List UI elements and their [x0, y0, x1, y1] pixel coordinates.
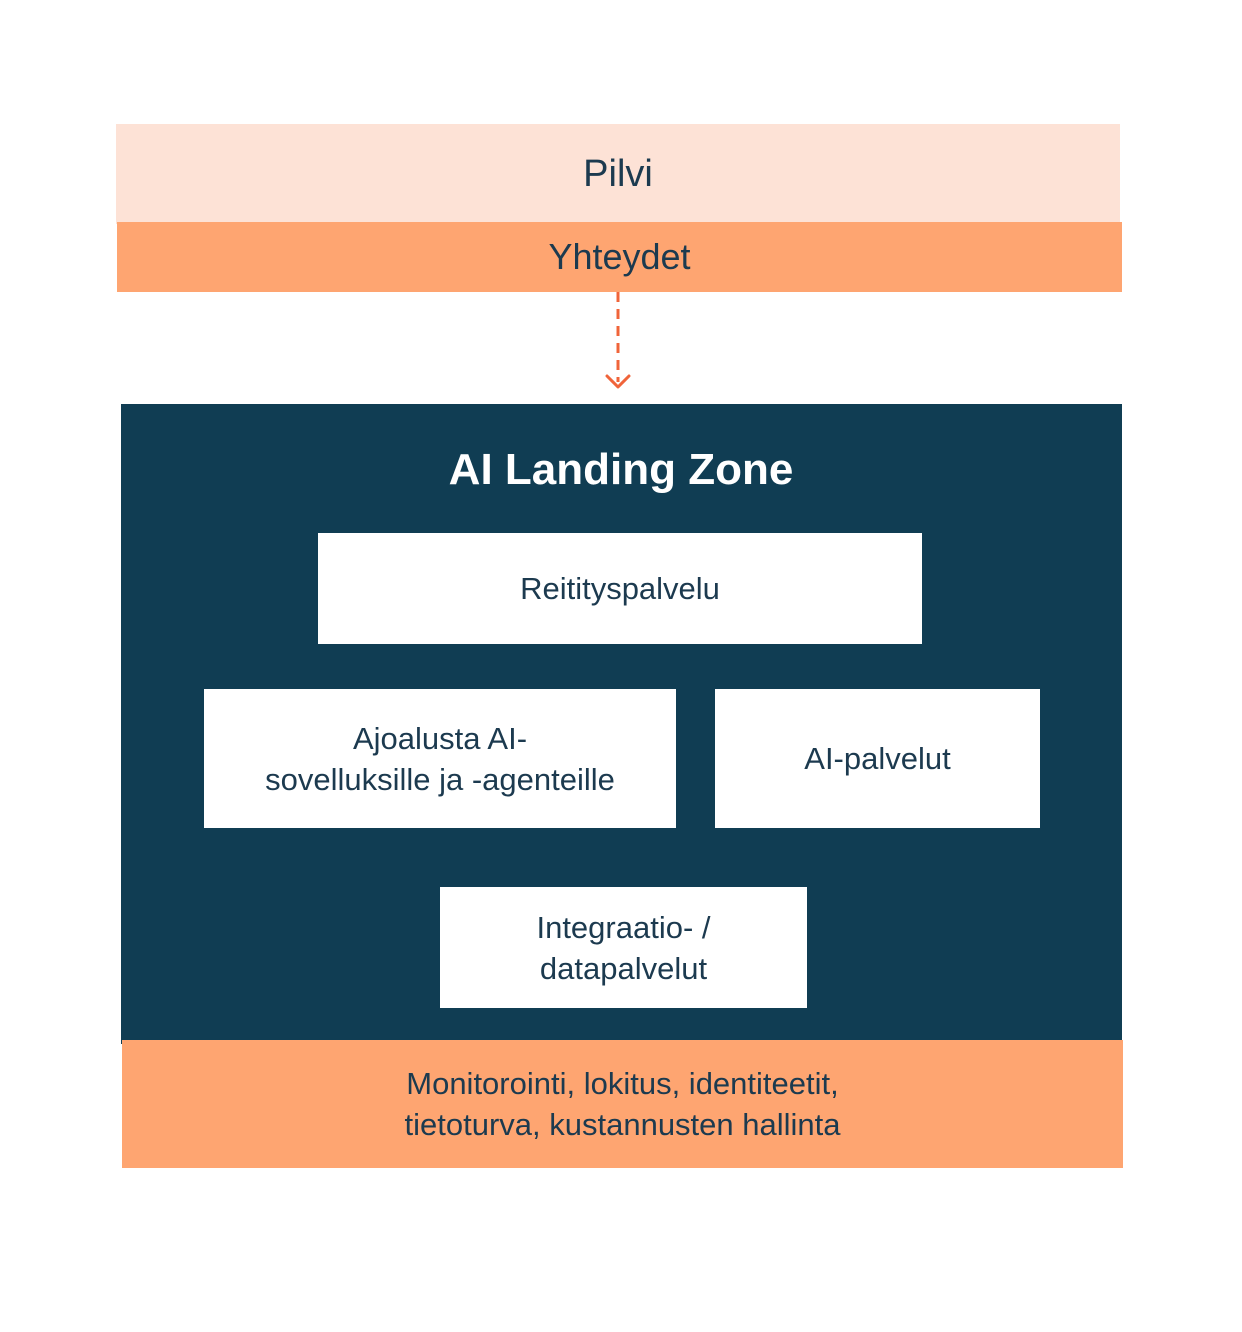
foundation-band: Monitorointi, lokitus, identiteetit, tie… — [122, 1040, 1123, 1168]
integration-label-line2: datapalvelut — [539, 950, 708, 986]
runtime-platform-box: Ajoalusta AI- sovelluksille ja -agenteil… — [204, 689, 676, 828]
routing-service-label: Reitityspalvelu — [520, 571, 720, 606]
zone-title: AI Landing Zone — [448, 445, 794, 494]
connections-label: Yhteydet — [548, 236, 691, 277]
integration-data-services-text: Integraatio- / datapalvelut — [536, 907, 710, 989]
integration-data-services-box: Integraatio- / datapalvelut — [440, 887, 807, 1008]
routing-service-box: Reitityspalvelu — [318, 533, 922, 644]
ai-services-label: AI-palvelut — [804, 741, 951, 776]
integration-label-line1: Integraatio- / — [536, 909, 711, 945]
foundation-label-line1: Monitorointi, lokitus, identiteetit, — [406, 1066, 839, 1101]
cloud-label: Pilvi — [583, 152, 653, 195]
connections-band: Yhteydet — [117, 222, 1122, 292]
cloud-band: Pilvi — [116, 124, 1120, 224]
dashed-down-arrow-icon — [605, 292, 631, 389]
runtime-platform-label-line1: Ajoalusta AI- — [352, 720, 528, 756]
runtime-platform-text: Ajoalusta AI- sovelluksille ja -agenteil… — [265, 718, 615, 800]
foundation-text: Monitorointi, lokitus, identiteetit, tie… — [405, 1063, 841, 1145]
runtime-platform-label-line2: sovelluksille ja -agenteille — [265, 761, 615, 797]
ai-services-box: AI-palvelut — [715, 689, 1040, 828]
foundation-label-line2: tietoturva, kustannusten hallinta — [404, 1107, 841, 1142]
